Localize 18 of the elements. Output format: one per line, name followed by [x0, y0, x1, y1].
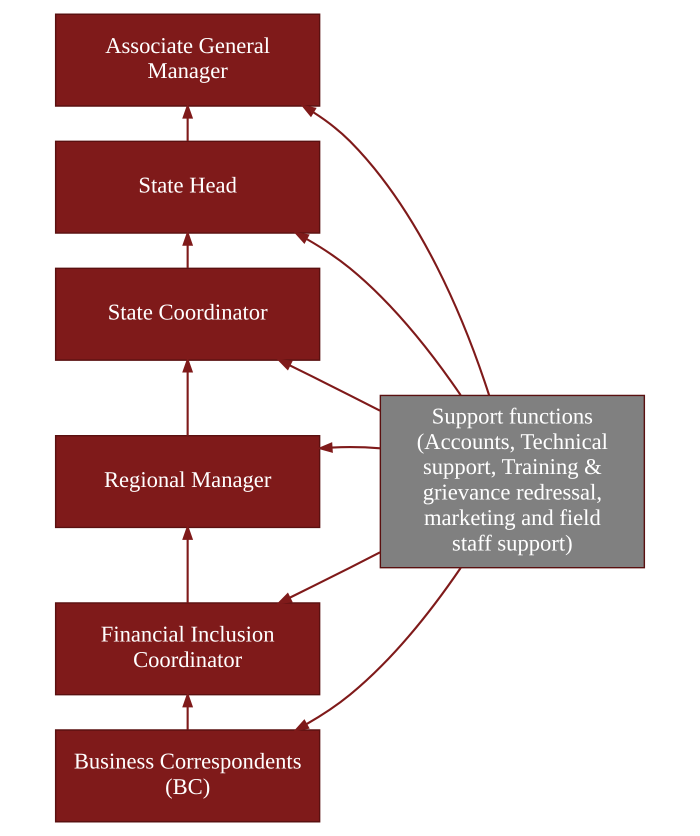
arrow — [182, 103, 194, 141]
node-box: Regional Manager — [54, 434, 320, 528]
arrow — [182, 524, 194, 603]
node-box: Support functions (Accounts, Technical support, Training & grievance redressal, marketing and field staff support) — [380, 394, 646, 568]
arrow — [182, 692, 194, 730]
arrow — [182, 230, 194, 268]
arrow — [300, 104, 490, 396]
arrow — [276, 551, 381, 604]
node-box: State Coordinator — [54, 268, 320, 361]
node-box: State Head — [54, 140, 320, 234]
arrow — [317, 442, 380, 453]
node-box: Associate General Manager — [54, 14, 320, 107]
arrow — [276, 358, 381, 412]
node-box: Business Correspondents (BC) — [54, 729, 320, 822]
arrow — [182, 356, 194, 436]
arrow — [293, 567, 462, 732]
arrow — [293, 232, 462, 396]
node-box: Financial Inclusion Coordinator — [54, 602, 320, 696]
